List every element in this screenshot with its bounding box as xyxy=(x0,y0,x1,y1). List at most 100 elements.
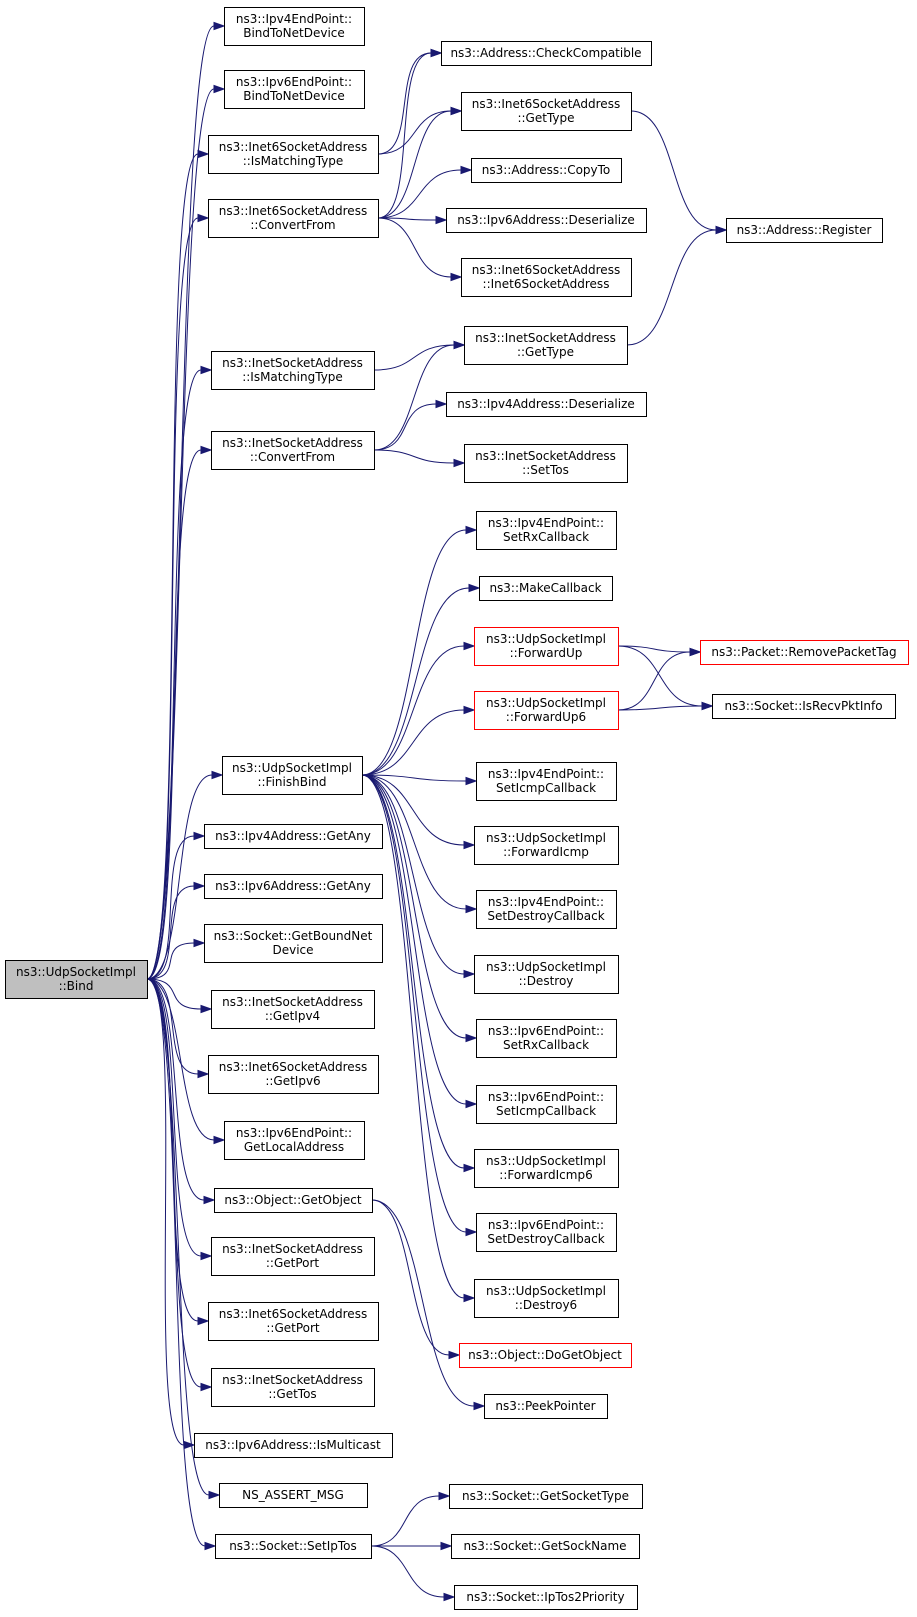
node-box-m8[interactable] xyxy=(464,444,628,483)
node-m1[interactable]: ns3::Address::CheckCompatible xyxy=(441,41,652,66)
node-n12[interactable]: ns3::Inet6SocketAddress::GetIpv6 xyxy=(208,1055,379,1094)
node-box-n10[interactable] xyxy=(204,924,383,963)
node-m11[interactable]: ns3::UdpSocketImpl::ForwardUp xyxy=(474,627,619,666)
node-box-m1[interactable] xyxy=(441,41,652,66)
node-box-m26[interactable] xyxy=(454,1585,638,1610)
node-m18[interactable]: ns3::Ipv6EndPoint::SetIcmpCallback xyxy=(476,1085,617,1124)
node-n6[interactable]: ns3::InetSocketAddress::ConvertFrom xyxy=(211,431,375,470)
node-box-root[interactable] xyxy=(5,960,148,999)
node-box-n7[interactable] xyxy=(222,756,363,795)
node-box-n11[interactable] xyxy=(211,990,375,1029)
node-box-n1[interactable] xyxy=(224,7,365,46)
node-box-n20[interactable] xyxy=(215,1534,372,1559)
node-m13[interactable]: ns3::Ipv4EndPoint::SetIcmpCallback xyxy=(476,762,617,801)
node-box-m20[interactable] xyxy=(476,1213,617,1252)
node-m4[interactable]: ns3::Ipv6Address::Deserialize xyxy=(446,208,647,233)
node-n20[interactable]: ns3::Socket::SetIpTos xyxy=(215,1534,372,1559)
node-box-n15[interactable] xyxy=(211,1237,375,1276)
node-box-m9[interactable] xyxy=(476,511,617,550)
node-n4[interactable]: ns3::Inet6SocketAddress::ConvertFrom xyxy=(208,199,379,238)
node-box-n12[interactable] xyxy=(208,1055,379,1094)
node-box-m5[interactable] xyxy=(461,258,632,297)
node-box-m3[interactable] xyxy=(471,158,622,183)
node-box-r3[interactable] xyxy=(712,694,896,719)
node-r1[interactable]: ns3::Address::Register xyxy=(726,218,883,243)
node-box-m18[interactable] xyxy=(476,1085,617,1124)
node-m2[interactable]: ns3::Inet6SocketAddress::GetType xyxy=(461,92,632,131)
node-box-n14[interactable] xyxy=(214,1188,373,1213)
node-box-m15[interactable] xyxy=(476,890,617,929)
node-n8[interactable]: ns3::Ipv4Address::GetAny xyxy=(204,824,383,849)
node-m14[interactable]: ns3::UdpSocketImpl::ForwardIcmp xyxy=(474,826,619,865)
node-box-n2[interactable] xyxy=(224,70,365,109)
node-n7[interactable]: ns3::UdpSocketImpl::FinishBind xyxy=(222,756,363,795)
node-m6[interactable]: ns3::InetSocketAddress::GetType xyxy=(464,326,628,365)
node-m17[interactable]: ns3::Ipv6EndPoint::SetRxCallback xyxy=(476,1019,617,1058)
node-box-m23[interactable] xyxy=(484,1394,608,1419)
node-n3[interactable]: ns3::Inet6SocketAddress::IsMatchingType xyxy=(208,135,379,174)
node-box-m11[interactable] xyxy=(474,627,619,666)
node-r2[interactable]: ns3::Packet::RemovePacketTag xyxy=(700,640,909,665)
node-box-m21[interactable] xyxy=(474,1279,619,1318)
node-n13[interactable]: ns3::Ipv6EndPoint::GetLocalAddress xyxy=(224,1121,365,1160)
node-box-m6[interactable] xyxy=(464,326,628,365)
node-m8[interactable]: ns3::InetSocketAddress::SetTos xyxy=(464,444,628,483)
node-n16[interactable]: ns3::Inet6SocketAddress::GetPort xyxy=(208,1302,379,1341)
node-m16[interactable]: ns3::UdpSocketImpl::Destroy xyxy=(474,955,619,994)
node-box-m16[interactable] xyxy=(474,955,619,994)
node-box-n17[interactable] xyxy=(211,1368,375,1407)
node-box-m22[interactable] xyxy=(459,1343,632,1368)
node-box-m17[interactable] xyxy=(476,1019,617,1058)
node-box-n16[interactable] xyxy=(208,1302,379,1341)
node-root[interactable]: ns3::UdpSocketImpl::Bind xyxy=(5,960,148,999)
node-box-n19[interactable] xyxy=(219,1483,368,1508)
node-box-n6[interactable] xyxy=(211,431,375,470)
node-box-m7[interactable] xyxy=(446,392,647,417)
node-box-n3[interactable] xyxy=(208,135,379,174)
node-n18[interactable]: ns3::Ipv6Address::IsMulticast xyxy=(194,1433,393,1458)
node-box-m24[interactable] xyxy=(449,1484,643,1509)
node-box-m19[interactable] xyxy=(474,1149,619,1188)
node-m24[interactable]: ns3::Socket::GetSocketType xyxy=(449,1484,643,1509)
node-box-n4[interactable] xyxy=(208,199,379,238)
node-box-m4[interactable] xyxy=(446,208,647,233)
node-m7[interactable]: ns3::Ipv4Address::Deserialize xyxy=(446,392,647,417)
node-n2[interactable]: ns3::Ipv6EndPoint::BindToNetDevice xyxy=(224,70,365,109)
node-box-m10[interactable] xyxy=(479,576,613,601)
node-m15[interactable]: ns3::Ipv4EndPoint::SetDestroyCallback xyxy=(476,890,617,929)
node-box-m25[interactable] xyxy=(451,1534,640,1559)
node-m20[interactable]: ns3::Ipv6EndPoint::SetDestroyCallback xyxy=(476,1213,617,1252)
node-m21[interactable]: ns3::UdpSocketImpl::Destroy6 xyxy=(474,1279,619,1318)
node-m23[interactable]: ns3::PeekPointer xyxy=(484,1394,608,1419)
node-m25[interactable]: ns3::Socket::GetSockName xyxy=(451,1534,640,1559)
node-m12[interactable]: ns3::UdpSocketImpl::ForwardUp6 xyxy=(474,691,619,730)
node-box-r1[interactable] xyxy=(726,218,883,243)
node-n5[interactable]: ns3::InetSocketAddress::IsMatchingType xyxy=(211,351,375,390)
node-m3[interactable]: ns3::Address::CopyTo xyxy=(471,158,622,183)
node-box-n13[interactable] xyxy=(224,1121,365,1160)
node-n1[interactable]: ns3::Ipv4EndPoint::BindToNetDevice xyxy=(224,7,365,46)
node-m9[interactable]: ns3::Ipv4EndPoint::SetRxCallback xyxy=(476,511,617,550)
node-box-m12[interactable] xyxy=(474,691,619,730)
node-box-n8[interactable] xyxy=(204,824,383,849)
node-n17[interactable]: ns3::InetSocketAddress::GetTos xyxy=(211,1368,375,1407)
node-n9[interactable]: ns3::Ipv6Address::GetAny xyxy=(204,874,383,899)
node-n19[interactable]: NS_ASSERT_MSG xyxy=(219,1483,368,1508)
node-r3[interactable]: ns3::Socket::IsRecvPktInfo xyxy=(712,694,896,719)
node-box-m14[interactable] xyxy=(474,826,619,865)
node-n14[interactable]: ns3::Object::GetObject xyxy=(214,1188,373,1213)
node-box-n5[interactable] xyxy=(211,351,375,390)
node-box-m13[interactable] xyxy=(476,762,617,801)
node-m22[interactable]: ns3::Object::DoGetObject xyxy=(459,1343,632,1368)
node-box-r2[interactable] xyxy=(700,640,909,665)
node-box-m2[interactable] xyxy=(461,92,632,131)
node-m19[interactable]: ns3::UdpSocketImpl::ForwardIcmp6 xyxy=(474,1149,619,1188)
node-n15[interactable]: ns3::InetSocketAddress::GetPort xyxy=(211,1237,375,1276)
node-m5[interactable]: ns3::Inet6SocketAddress::Inet6SocketAddr… xyxy=(461,258,632,297)
node-m26[interactable]: ns3::Socket::IpTos2Priority xyxy=(454,1585,638,1610)
node-box-n9[interactable] xyxy=(204,874,383,899)
node-n11[interactable]: ns3::InetSocketAddress::GetIpv4 xyxy=(211,990,375,1029)
node-box-n18[interactable] xyxy=(194,1433,393,1458)
node-m10[interactable]: ns3::MakeCallback xyxy=(479,576,613,601)
